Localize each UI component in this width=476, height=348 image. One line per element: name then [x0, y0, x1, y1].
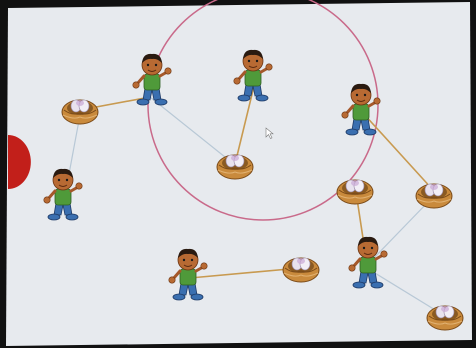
nest-3[interactable] [336, 179, 374, 205]
nest-5[interactable] [282, 257, 320, 283]
link-boy-nest [235, 81, 256, 161]
nest-4[interactable] [415, 183, 453, 209]
link-faint [149, 96, 236, 166]
link-boy-nest [189, 267, 301, 279]
link-boy-nest [361, 111, 434, 191]
nest-6[interactable] [426, 305, 464, 331]
link-faint [369, 199, 431, 263]
mouse-pointer-icon [265, 127, 274, 139]
link-faint [369, 269, 446, 317]
nest-2[interactable] [216, 154, 254, 180]
red-token[interactable] [8, 135, 31, 189]
selection-circle [147, 0, 379, 221]
nest-1[interactable] [61, 99, 99, 125]
